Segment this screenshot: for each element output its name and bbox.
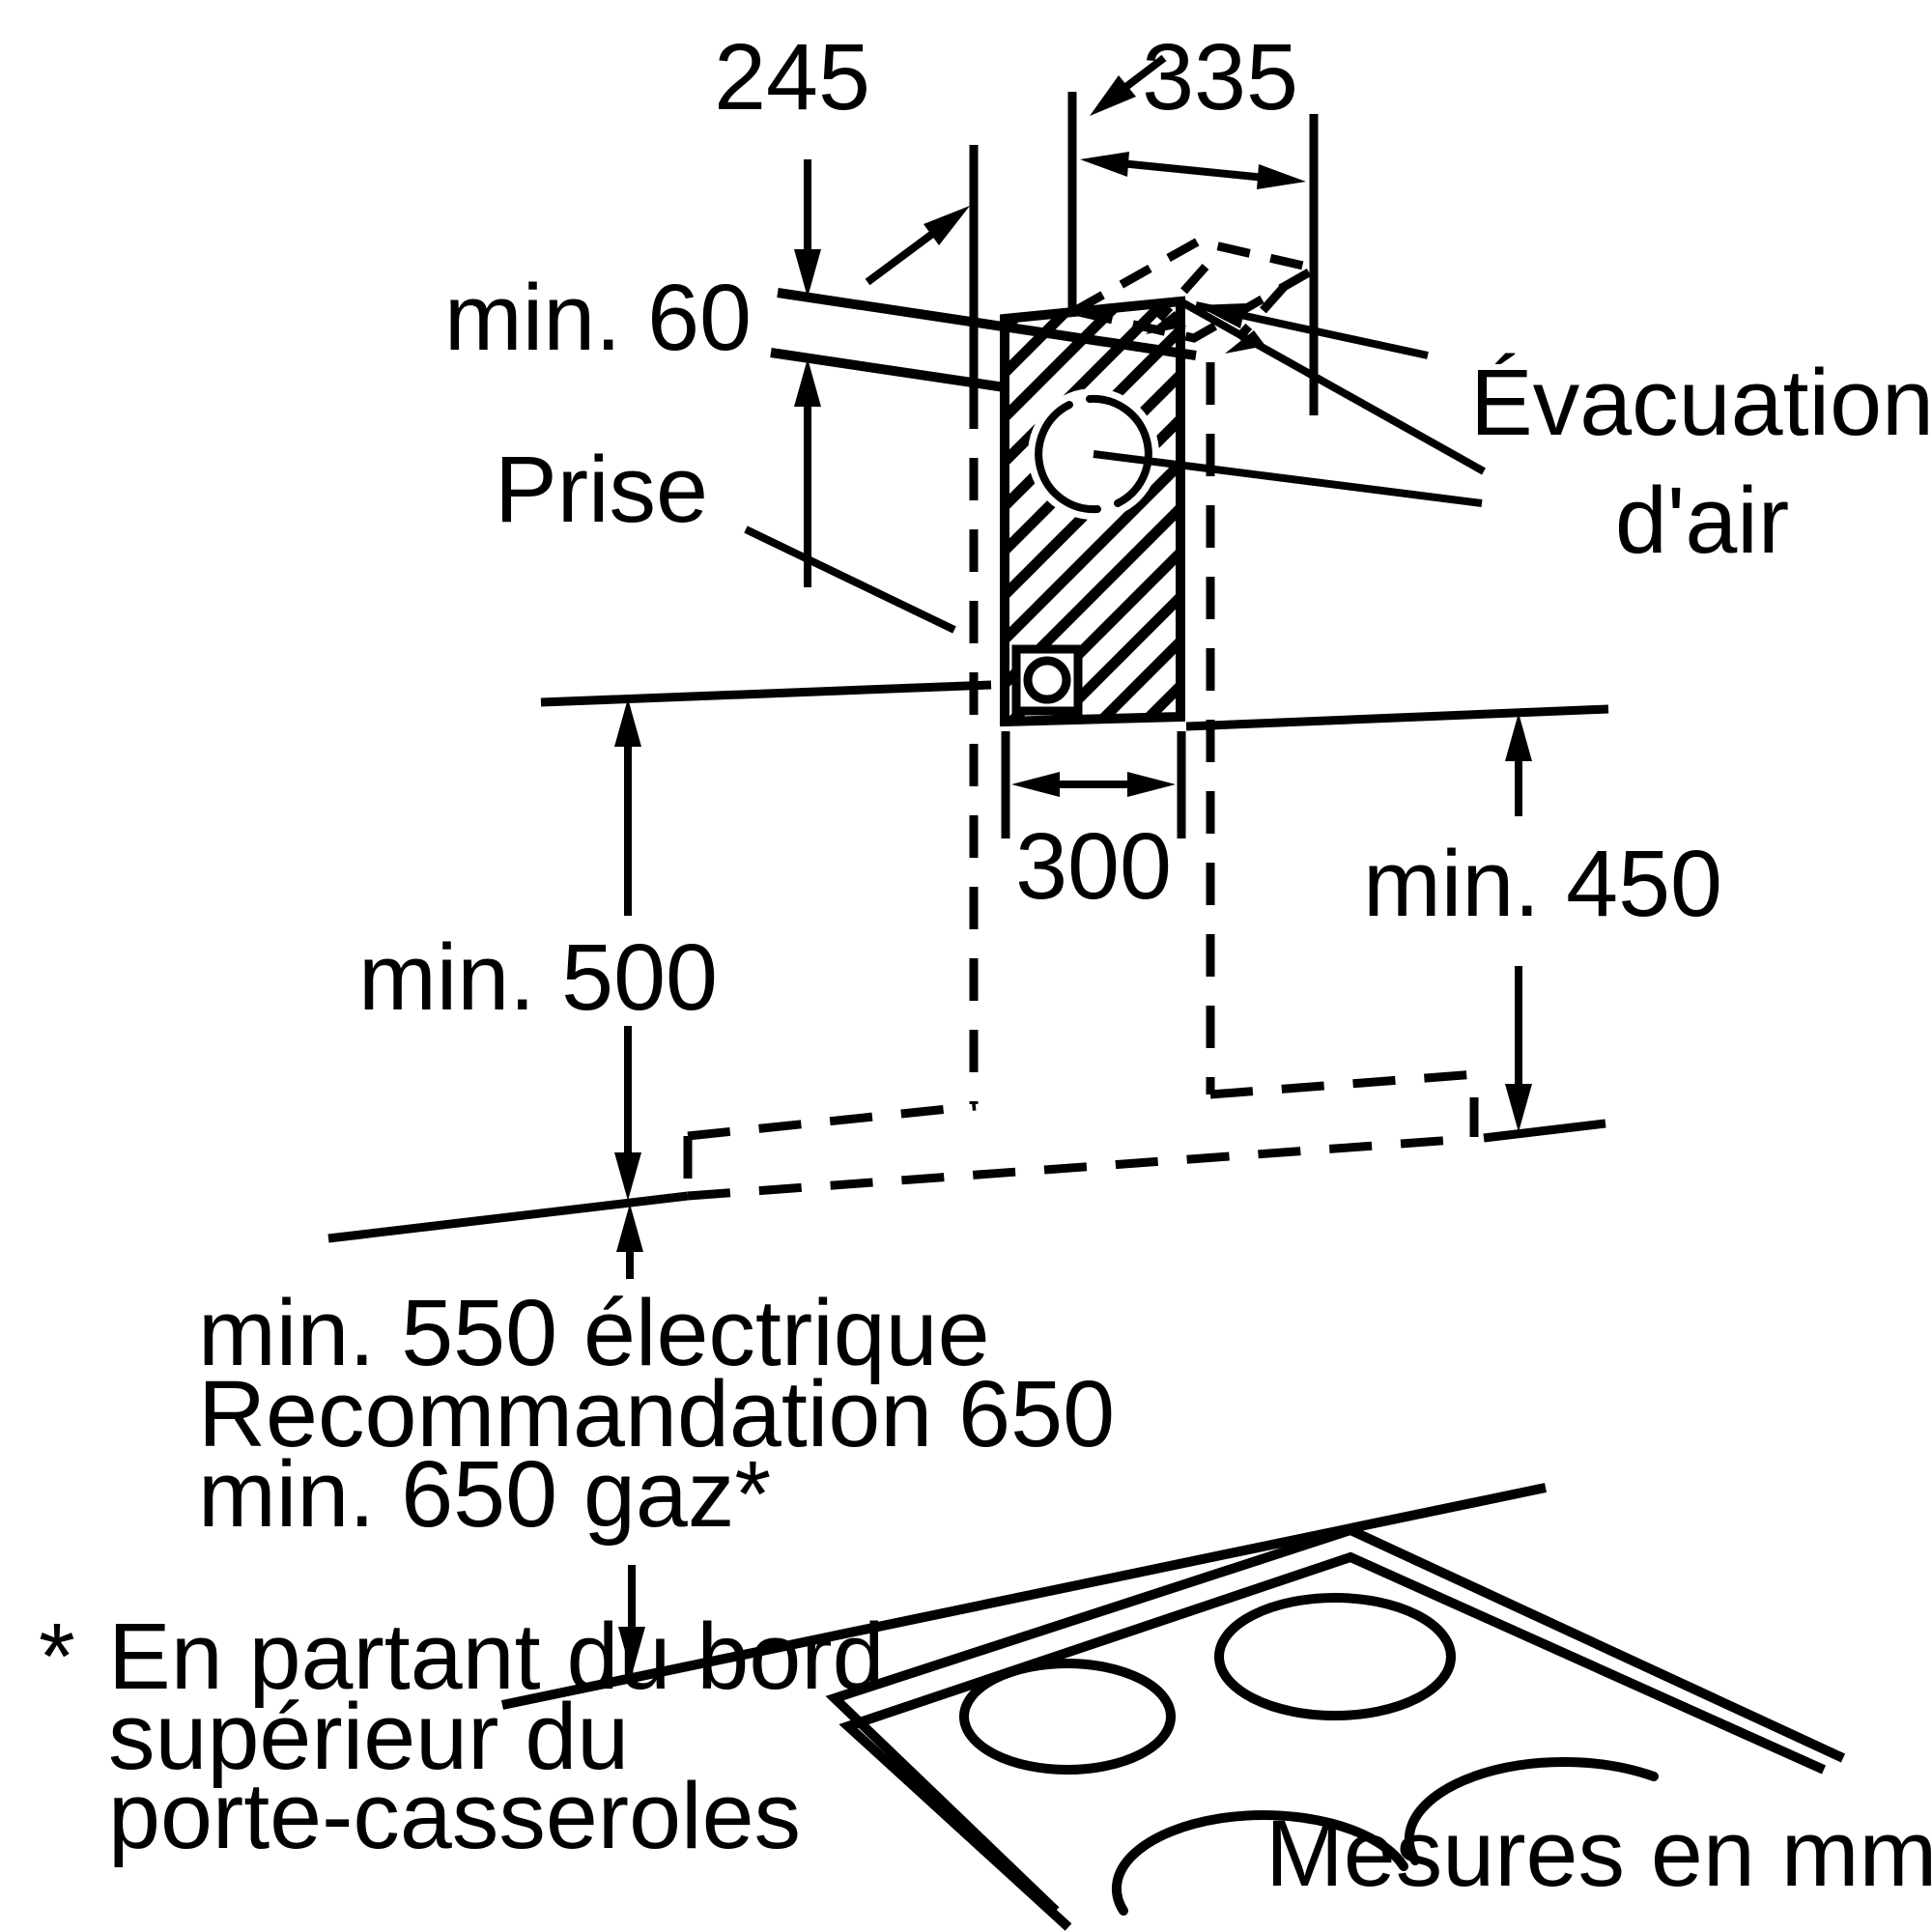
footnote-line3: porte-casseroles [108,1763,801,1868]
footnote-line1: En partant du bord [108,1604,885,1709]
cooktop-rim-inner [838,1551,1827,1931]
socket-callout: Prise [495,437,956,634]
arrow-right-icon [1257,164,1306,189]
hood-bottom-edge [687,1135,1455,1201]
units-note: Mesures en mm [1265,1801,1932,1906]
dim-label-300: 300 [1015,813,1172,919]
dim-335: 335 [969,24,1319,415]
evac-label-line1: Évacuation [1470,350,1932,455]
dim-min450: min. 450 [1363,713,1722,1132]
burner-right-arc [1404,1757,1659,1865]
dim-335-leader [1121,54,1167,93]
arrow-right-icon [1127,772,1176,797]
evac-label-line2: d'air [1615,468,1789,573]
dim-label-335: 335 [1142,24,1298,129]
burner-left [959,1659,1176,1775]
dim-245-leader [865,228,938,286]
ref-line-left [540,680,992,707]
arrow-up-left-icon [1196,303,1246,328]
fan-outlet-circle [1035,401,1101,514]
dim-245: 245 [714,24,970,286]
dim-label-min500: min. 500 [358,924,718,1030]
dim-label-min450: min. 450 [1363,831,1722,936]
clearance-label-line2: Recommandation 650 [198,1361,1115,1466]
arrow-down-icon [1505,1084,1532,1132]
hood-body-dashed [683,1069,1479,1201]
footnote-star: * [39,1604,75,1709]
reference-lines [327,680,1609,1243]
socket-circle [1023,656,1071,704]
dim-label-min60: min. 60 [444,265,752,370]
evac-leader-middle [1179,298,1486,475]
arrow-up-icon [1505,713,1532,761]
arrow-down-icon [794,249,821,298]
arrow-down-icon [614,1152,641,1201]
air-outlet-callout: Évacuation d'air [1093,298,1932,573]
clearance-label-line1: min. 550 électrique [198,1280,990,1385]
arrow-left-icon [1011,772,1060,797]
arrow-up-icon [794,358,821,407]
hood-top-edge-right [1209,1069,1477,1099]
wall-duct [1000,296,1185,727]
hood-top-edge-left [687,1101,977,1141]
footnote-line2: supérieur du [108,1684,629,1789]
prise-leader [744,526,956,634]
dim-min60: min. 60 [444,159,821,587]
dim-clearance: min. 550 électrique Recommandation 650 m… [198,1204,1115,1675]
countertop-line [327,1191,689,1243]
arrow-left-icon [1080,152,1129,177]
burner-top [1214,1593,1456,1720]
dim-label-245: 245 [714,24,870,129]
arrow-down-left-icon [1090,75,1136,116]
ceiling-line-lower [770,348,1006,392]
prise-label: Prise [495,437,708,542]
evac-leader-lower [1093,450,1483,507]
burner-bottom-arc [1111,1809,1408,1916]
dim-min500: min. 500 [358,698,718,1201]
footnote: * En partant du bord supérieur du porte-… [39,1604,885,1868]
arrow-down-icon [618,1627,645,1675]
ref-line-right [1185,704,1609,731]
fan-outlet-circle [1086,394,1152,507]
cooktop [500,1483,1846,1931]
clearance-label-line3: min. 650 gaz* [198,1441,771,1547]
cooktop-back-edge [500,1483,1548,1710]
hood-bottom-right-line [1483,1119,1606,1143]
arrow-up-right-icon [923,206,970,245]
arrow-up-icon [616,1204,643,1252]
dim-335-shaft [1120,159,1266,182]
dim-300: 300 [1001,731,1186,919]
cooktop-rim-outer [825,1524,1846,1915]
arrow-up-icon [614,698,641,747]
opening-mark-2 [1235,283,1289,341]
